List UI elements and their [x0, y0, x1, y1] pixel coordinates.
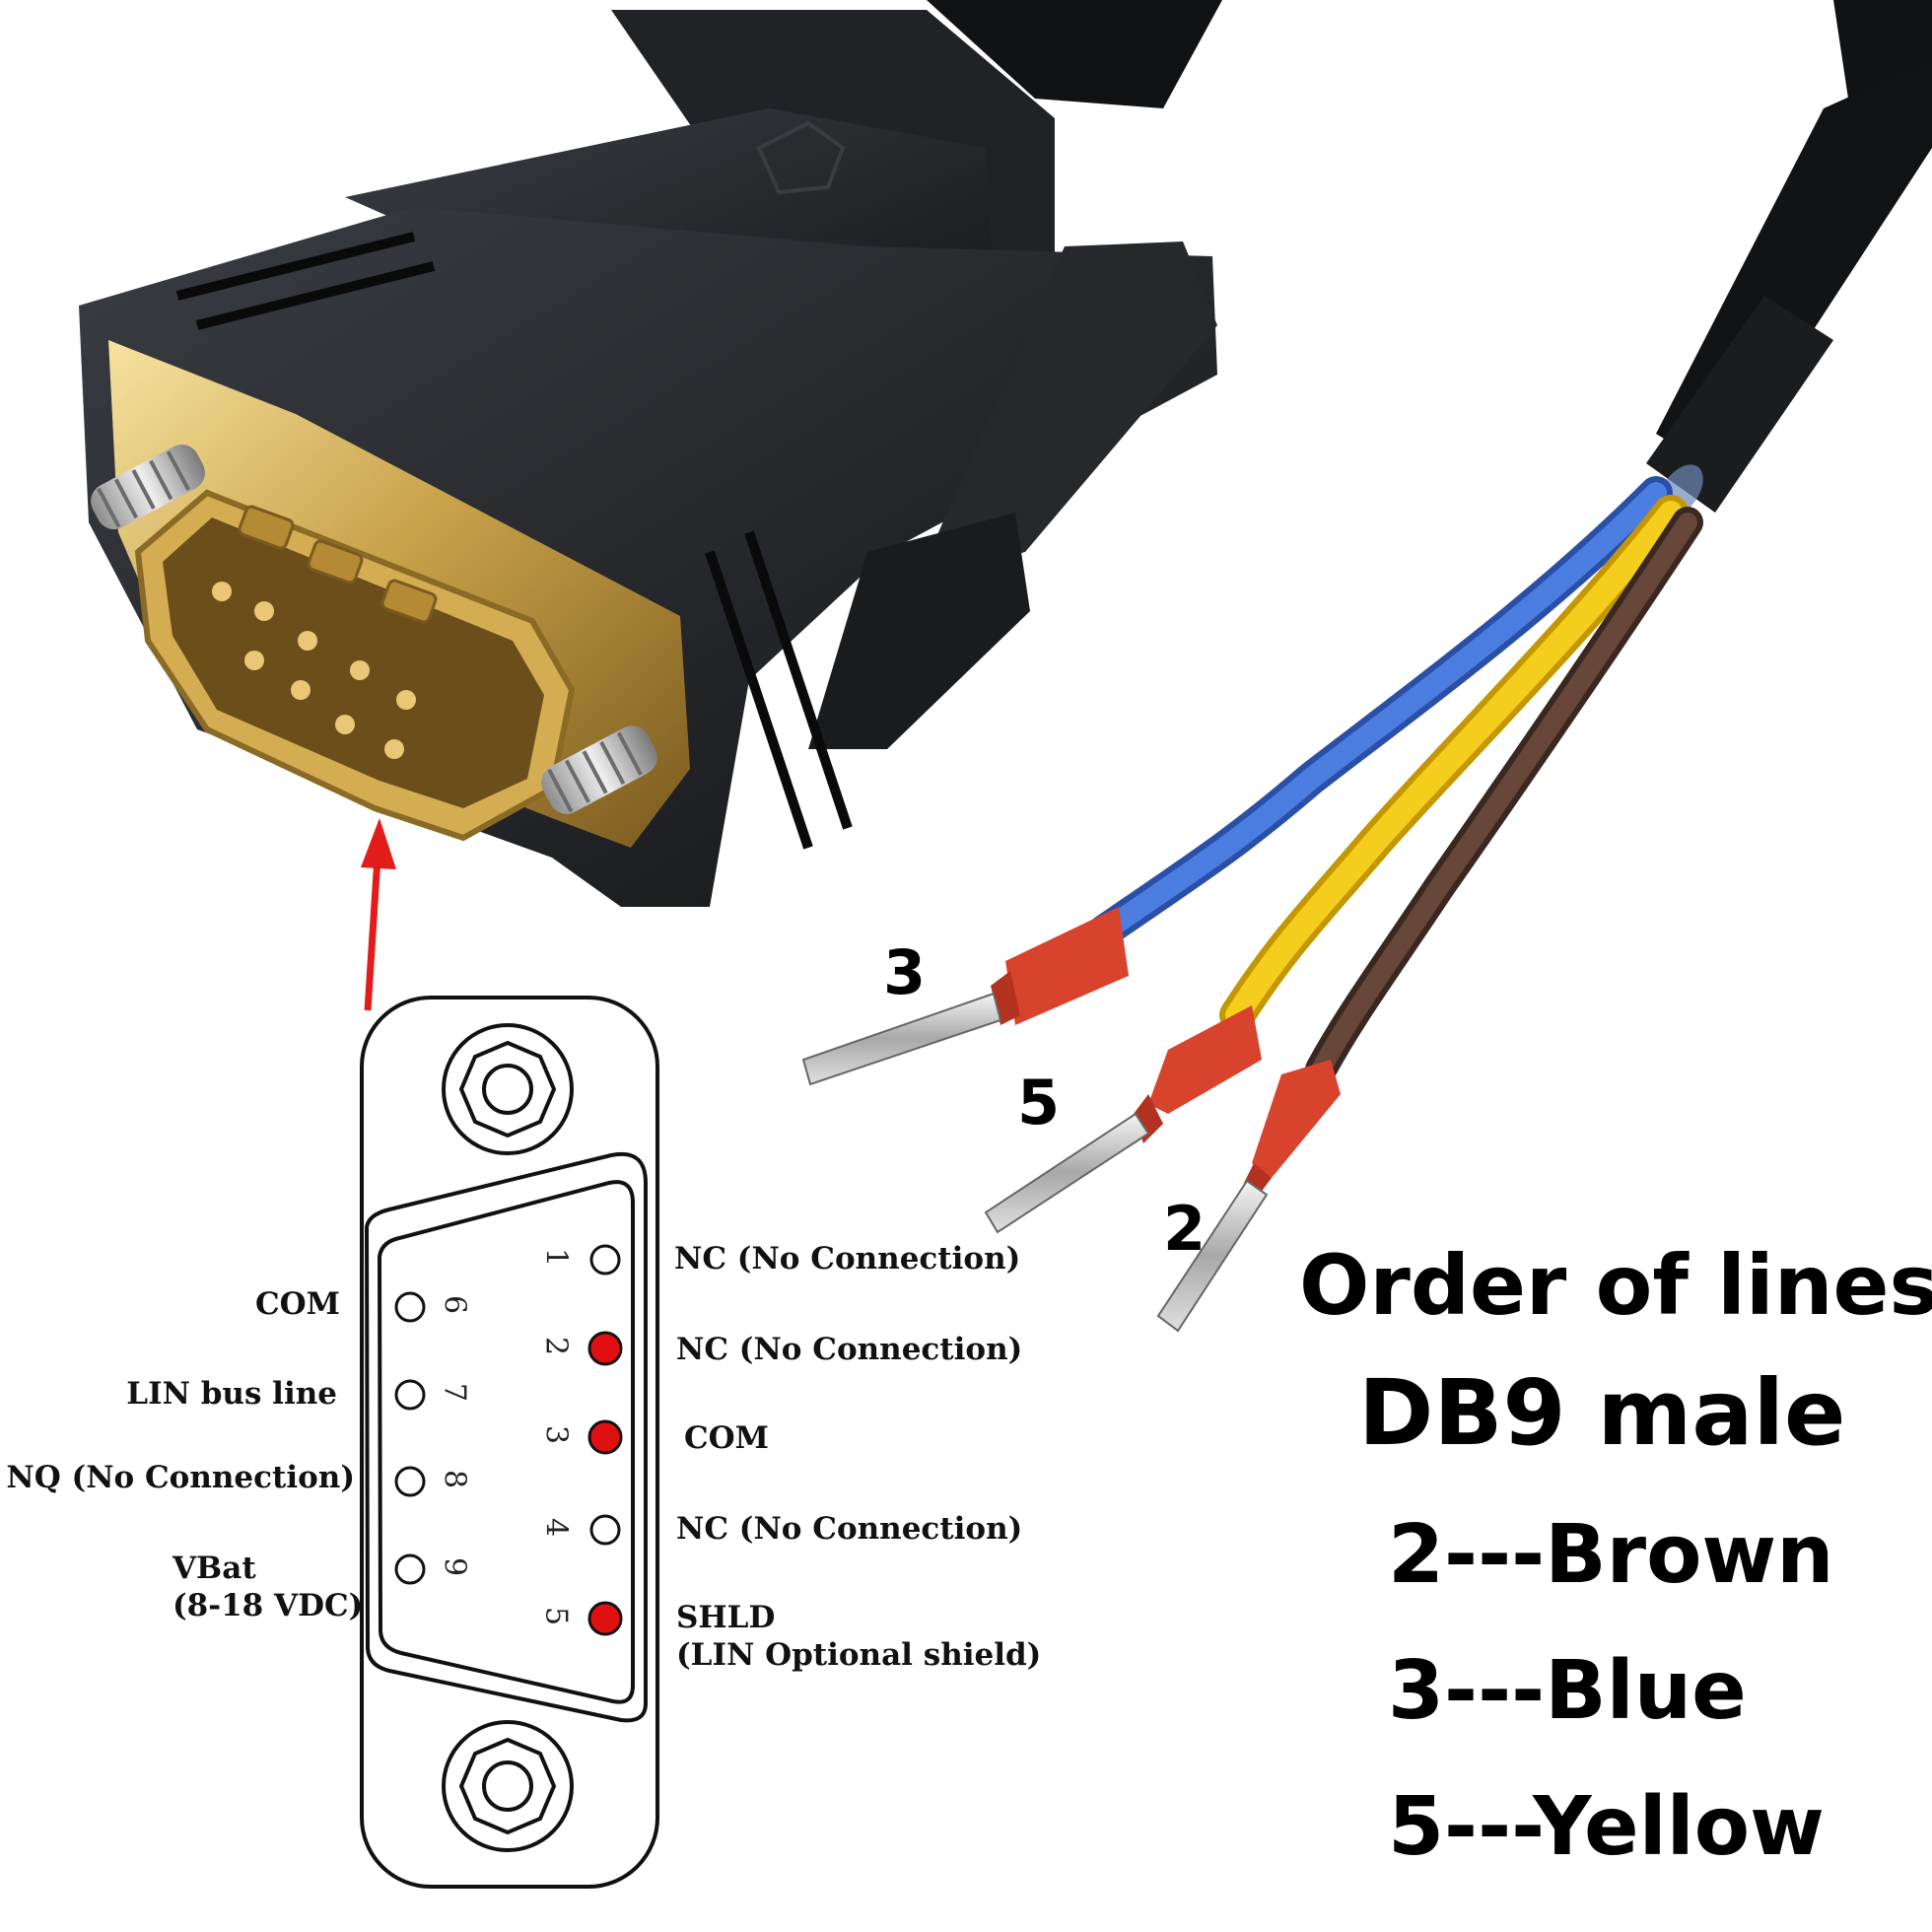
- pin-hole-2: [587, 1331, 623, 1366]
- ferrule-blue-wire: [801, 907, 1129, 1086]
- pin-label-5: SHLD (LIN Optional shield): [676, 1600, 1042, 1673]
- db9-connector-photo: [79, 10, 1217, 907]
- pin-hole-1: [589, 1244, 621, 1276]
- pin-label-7: LIN bus line: [126, 1376, 337, 1412]
- pin-number-4: 4: [538, 1517, 574, 1538]
- pin-holes: [394, 1244, 623, 1636]
- pin-label-2: NC (No Connection): [676, 1332, 1023, 1367]
- pin-number-1: 1: [538, 1247, 574, 1268]
- pointer-arrow: [361, 818, 396, 1011]
- pin-hole-9: [394, 1553, 426, 1585]
- pin-hole-7: [394, 1379, 426, 1411]
- order-line-blue: 3---Blue: [1388, 1644, 1747, 1738]
- pin-number-3: 3: [538, 1424, 574, 1445]
- wire-label-brown: 2: [1163, 1193, 1207, 1265]
- pin-number-2: 2: [538, 1336, 574, 1356]
- ferrule-brown-wire: [1156, 1060, 1341, 1333]
- pin-number-7: 7: [437, 1382, 472, 1403]
- thumb-screw-right: [541, 725, 657, 814]
- pin-number-5: 5: [538, 1606, 574, 1626]
- pin-number-6: 6: [437, 1294, 472, 1315]
- pin-hole-4: [589, 1514, 621, 1546]
- pin-label-1: NC (No Connection): [674, 1241, 1021, 1276]
- pin-number-9: 9: [437, 1556, 472, 1577]
- pin-hole-8: [394, 1466, 426, 1497]
- pin-label-8: NQ (No Connection): [6, 1460, 355, 1495]
- pin-hole-3: [587, 1419, 623, 1455]
- wire-label-blue: 3: [883, 936, 927, 1008]
- order-subtitle: DB9 male: [1358, 1360, 1846, 1466]
- order-line-yellow: 5---Yellow: [1388, 1780, 1825, 1874]
- order-line-brown: 2---Brown: [1388, 1508, 1834, 1602]
- pin-label-4: NC (No Connection): [676, 1511, 1023, 1547]
- ferrule-yellow-wire: [984, 1005, 1262, 1234]
- pin-hole-6: [394, 1291, 426, 1323]
- pin-hole-5: [587, 1601, 623, 1636]
- pin-label-9: VBat (8-18 VDC): [172, 1551, 364, 1623]
- pinout-drawing: [360, 996, 659, 1889]
- wire-label-yellow: 5: [1017, 1067, 1061, 1138]
- thumb-screw-left: [91, 444, 205, 530]
- main-cable: [927, 0, 1932, 518]
- pin-number-8: 8: [437, 1469, 472, 1489]
- order-title: Order of lines:: [1299, 1237, 1932, 1334]
- pin-label-3: COM: [684, 1420, 769, 1456]
- pin-label-6: COM: [255, 1286, 340, 1322]
- wires: [1087, 476, 1703, 1085]
